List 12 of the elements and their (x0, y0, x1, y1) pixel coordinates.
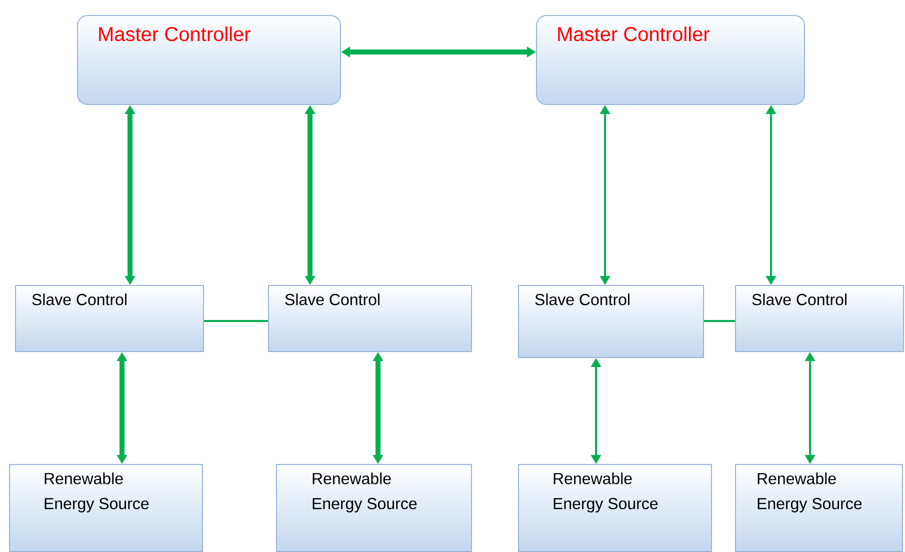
source-box: Renewable Energy Source (9, 464, 203, 552)
control-box: Slave Control (15, 285, 204, 352)
controller-box: Master Controller (536, 15, 805, 105)
connector-line (204, 320, 268, 322)
control-box: Slave Control (268, 285, 472, 352)
source-box: Renewable Energy Source (518, 464, 712, 552)
connector-line (704, 320, 735, 322)
source-box: Renewable Energy Source (276, 464, 472, 552)
control-box: Slave Control (518, 285, 704, 358)
controller-box: Master Controller (77, 15, 341, 105)
control-box: Slave Control (735, 285, 904, 352)
source-box: Renewable Energy Source (735, 464, 903, 552)
